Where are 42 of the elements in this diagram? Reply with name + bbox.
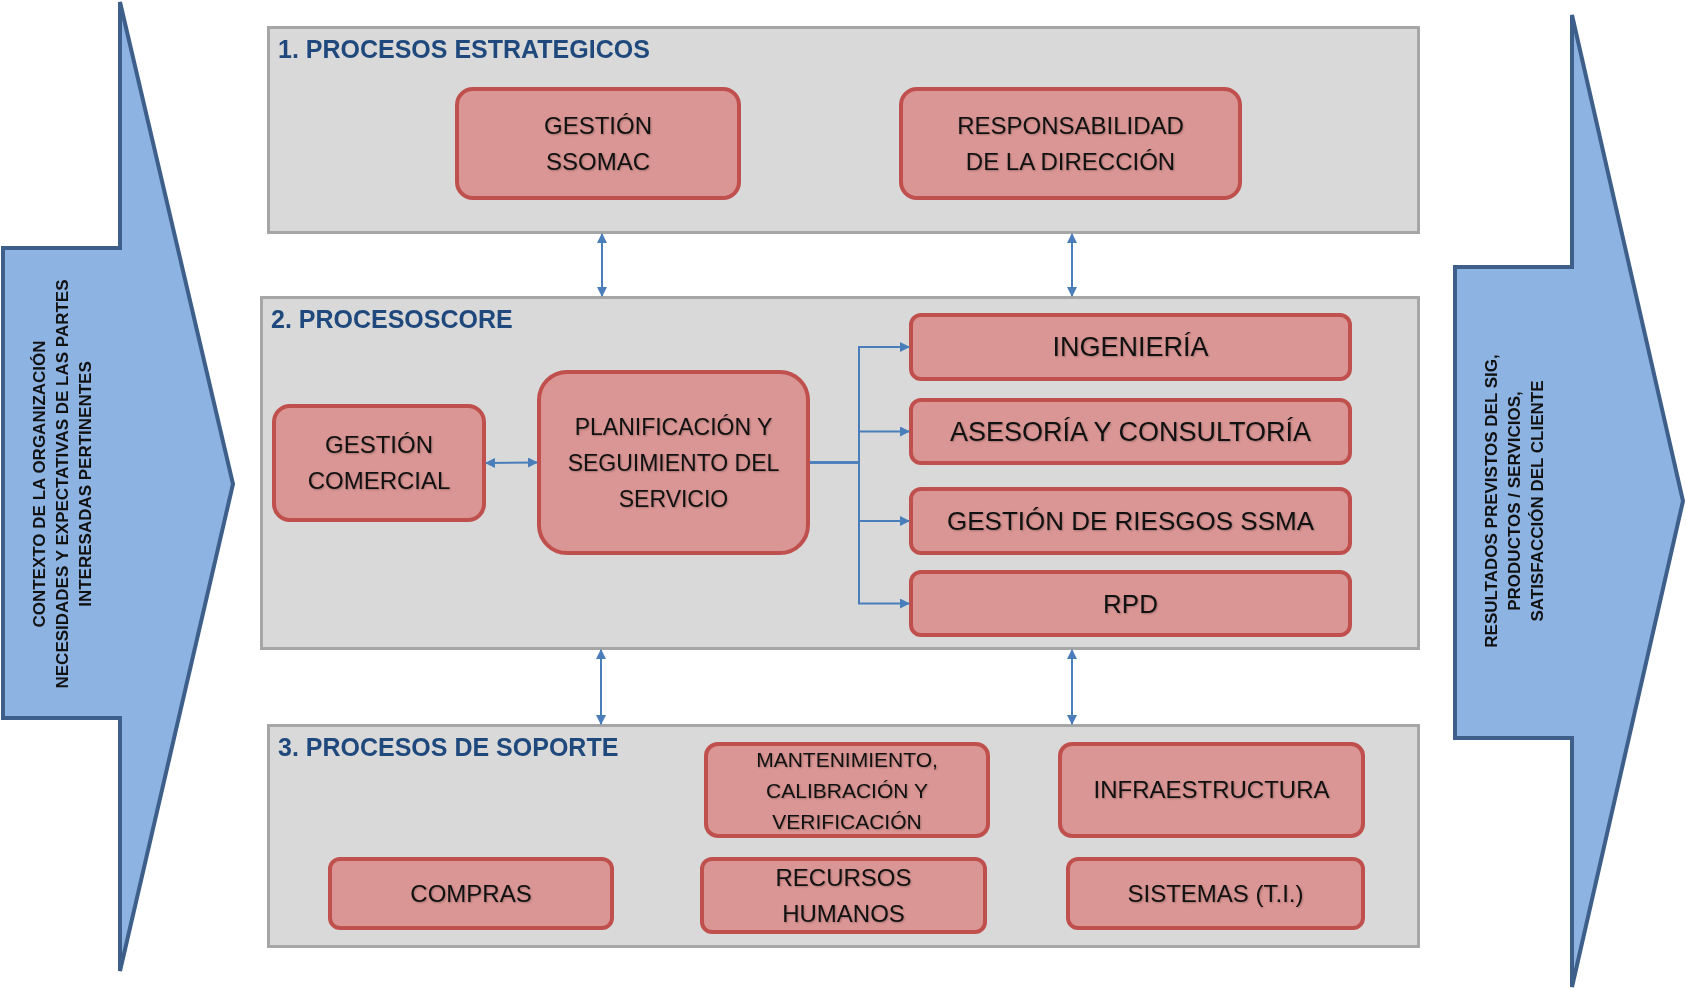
process-label: RECURSOS HUMANOS (774, 862, 913, 929)
process-label: RPD (1103, 587, 1158, 621)
arrow-text: NECESIDADES Y EXPECTATIVAS DE LAS PARTES INTERESADAS PERTINENTES (51, 278, 96, 691)
process-label: GESTIÓN SSOMAC (543, 110, 653, 177)
group-heading: 1. PROCESOS ESTRATEGICOS (278, 35, 650, 64)
process-box (700, 857, 987, 934)
process-box (909, 398, 1352, 465)
output-arrow (1452, 13, 1686, 990)
process-group-panel (260, 296, 1420, 650)
process-box (704, 742, 990, 838)
process-label: RESPONSABILIDAD DE LA DIRECCIÓN (956, 110, 1185, 177)
process-box (1058, 742, 1365, 838)
process-label: GESTIÓN DE RIESGOS SSMA (947, 505, 1314, 538)
process-label: INFRAESTRUCTURA (1093, 775, 1330, 805)
arrow (597, 233, 607, 297)
process-box (1066, 857, 1365, 930)
process-label: PLANIFICACIÓN Y SEGUIMIENTO DEL SERVICIO (566, 412, 781, 514)
process-box (899, 87, 1242, 200)
process-label: ASESORÍA Y CONSULTORÍA (949, 415, 1312, 449)
process-label: MANTENIMIENTO, CALIBRACIÓN Y VERIFICACIÓN (755, 746, 939, 835)
group-heading: 2. PROCESOSCORE (271, 305, 513, 334)
process-label: INGENIERÍA (1052, 331, 1209, 364)
process-group-panel (267, 724, 1420, 948)
process-box (272, 404, 486, 522)
group-heading: 3. PROCESOS DE SOPORTE (278, 733, 619, 762)
arrow (1067, 233, 1077, 297)
process-box (909, 313, 1352, 381)
process-group-panel (267, 26, 1420, 234)
process-box (537, 370, 810, 555)
arrow (485, 457, 538, 468)
process-label: SISTEMAS (T.I.) (1127, 878, 1304, 909)
process-box (455, 87, 741, 200)
arrow (1067, 649, 1077, 725)
arrow (596, 649, 606, 725)
process-label: GESTIÓN COMERCIAL (306, 430, 452, 496)
process-box (909, 570, 1352, 637)
process-box (909, 487, 1352, 555)
process-label: COMPRAS (410, 878, 532, 909)
arrow-text: RESULTADOS PREVISTOS DEL SIG, PRODUCTOS / SERVICIOS, SATISFACCIÓN DEL CLIENTE (1480, 353, 1548, 650)
process-box (328, 857, 614, 930)
arrow (809, 461, 910, 609)
arrow-text: CONTEXTO DE LA ORGANIZACIÓN (28, 339, 50, 630)
